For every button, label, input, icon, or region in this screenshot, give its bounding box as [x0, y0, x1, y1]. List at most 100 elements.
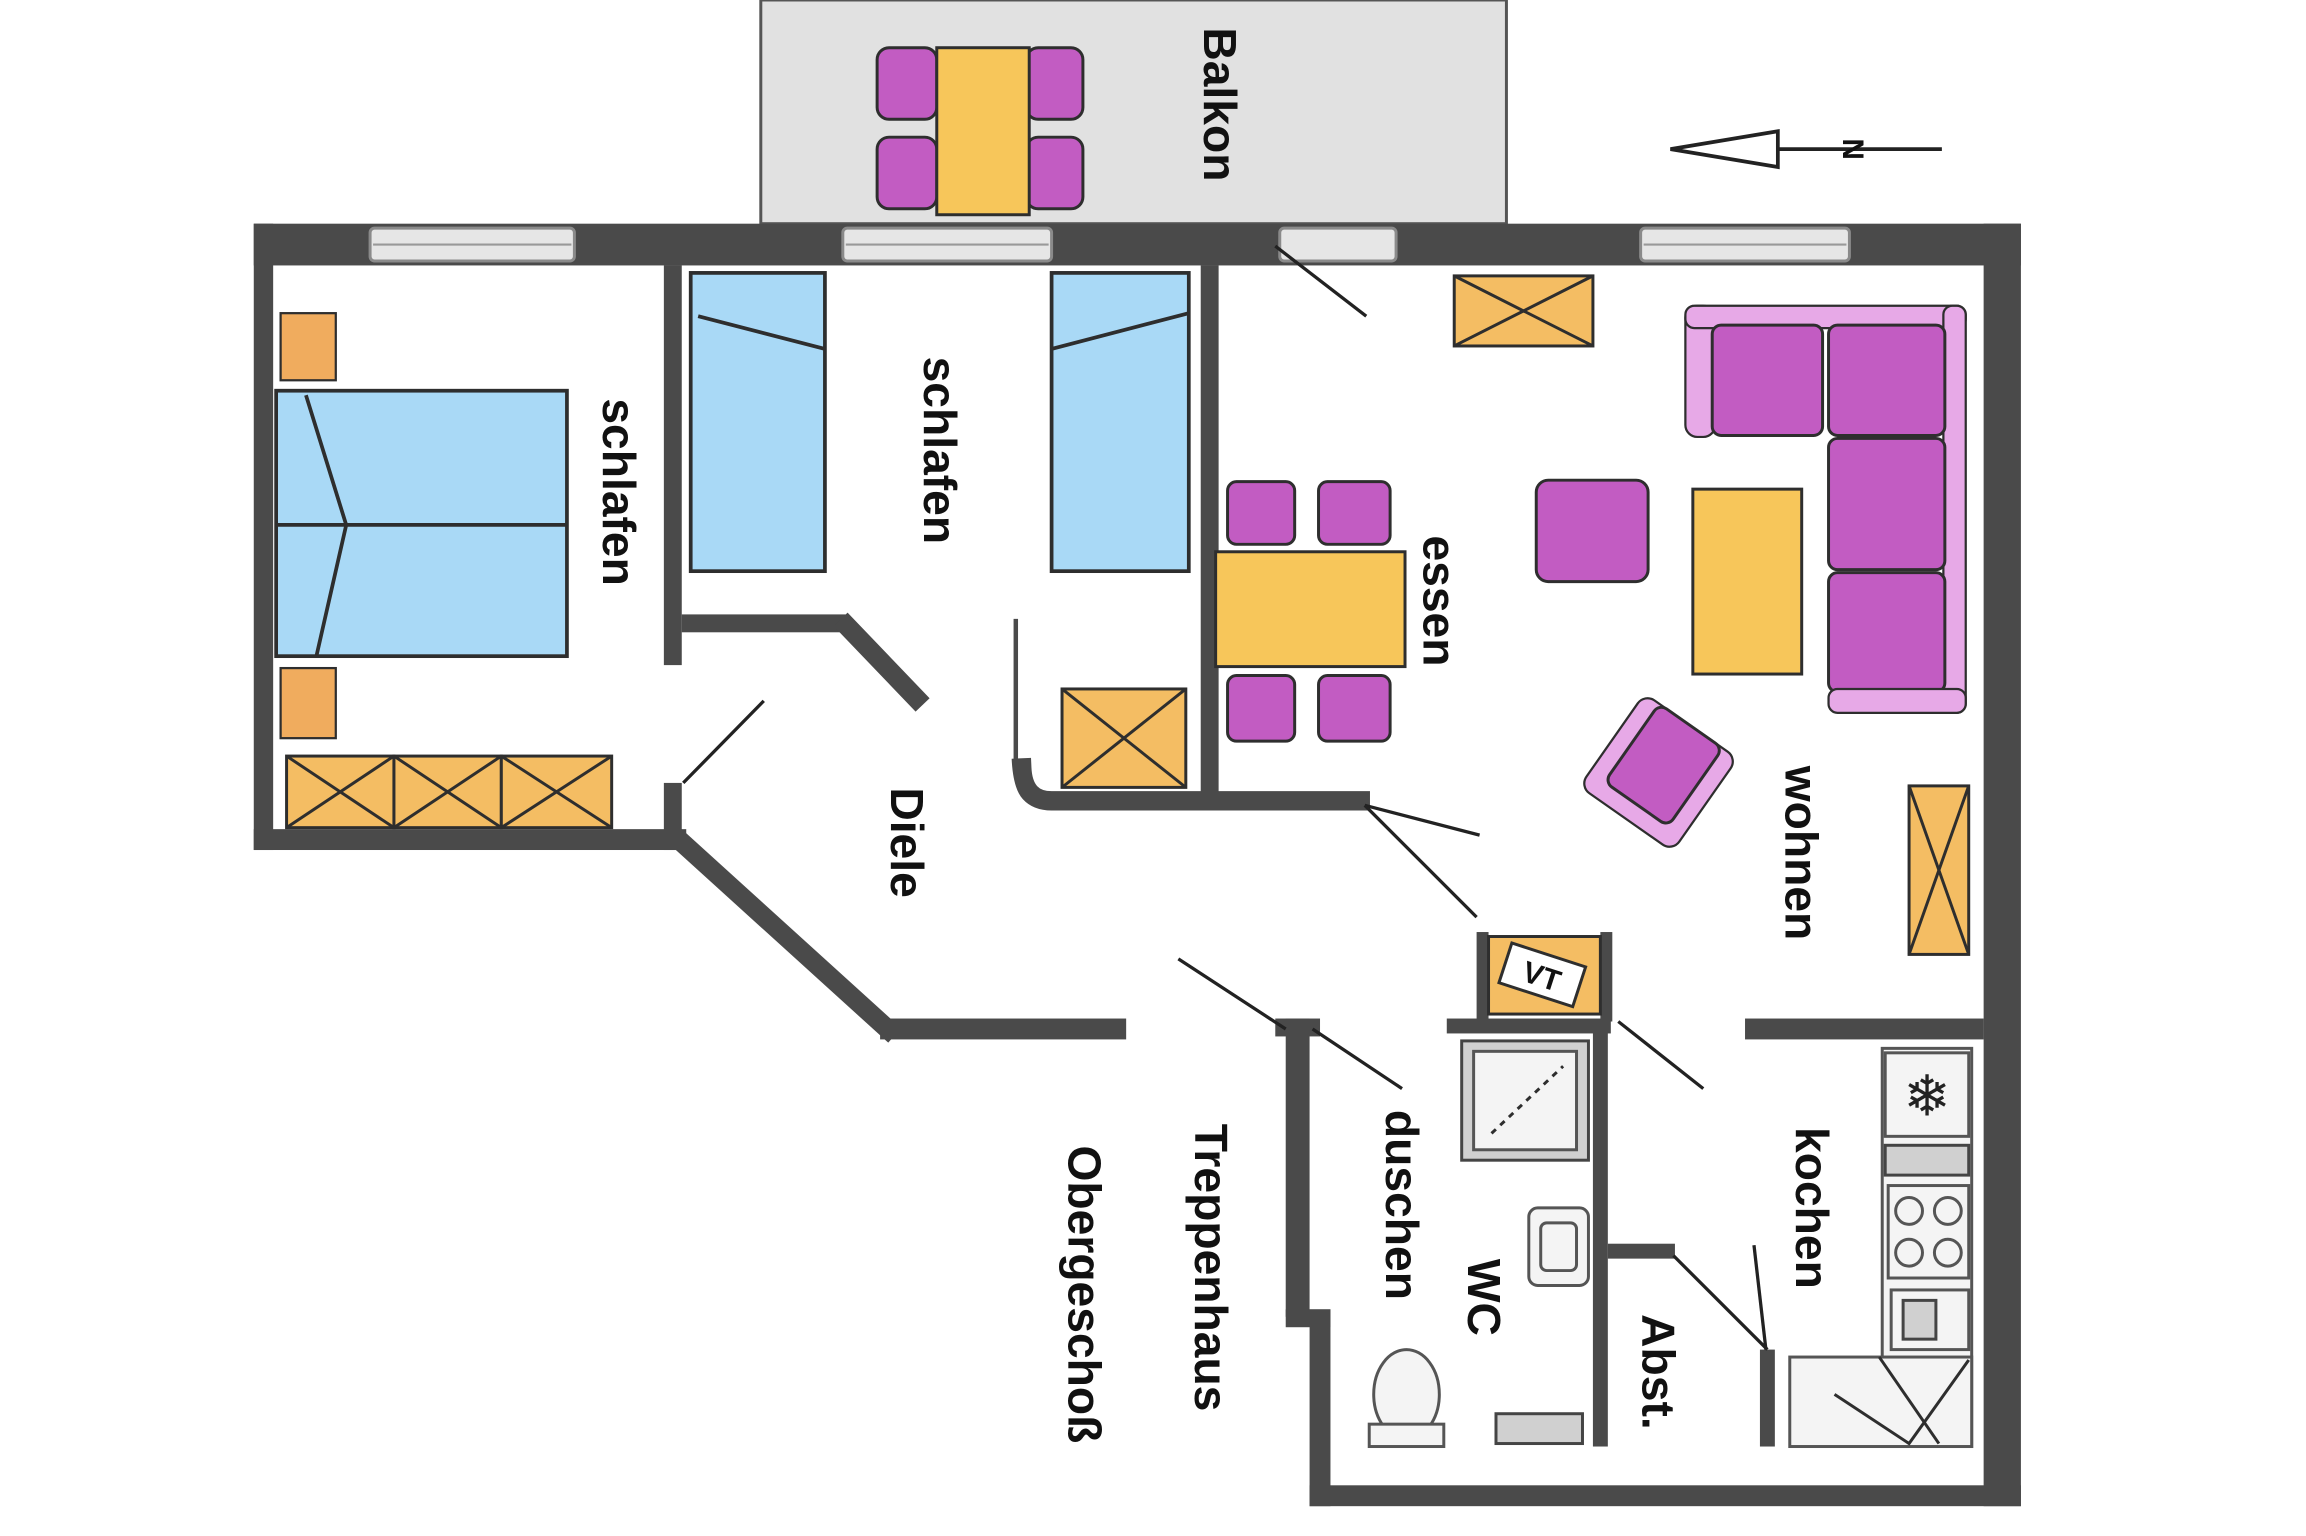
room-label-diele: Diele: [881, 787, 933, 897]
wall-bath-top-corner: [1275, 1018, 1321, 1037]
dining-chair: [1317, 480, 1392, 546]
room-label-duschen: duschen: [1376, 1110, 1428, 1300]
toilet-tank: [1367, 1422, 1446, 1449]
room-label-essen: essen: [1413, 535, 1465, 666]
shower-tray: [1472, 1049, 1579, 1152]
balcony-door-opening: [1278, 226, 1398, 263]
balcony-chair: [875, 135, 939, 211]
door-swing-living-arc: [1363, 804, 1478, 919]
corner-counter-line: [1878, 1356, 1941, 1445]
fridge: [1883, 1051, 1971, 1138]
north-label: N: [1836, 138, 1869, 160]
room-label-wohnen: wohnen: [1776, 765, 1828, 941]
wall-bedroom-living: [1200, 265, 1219, 797]
wall-shower-top: [1446, 1018, 1611, 1034]
dining-table: [1214, 550, 1407, 669]
wall-diagonal: [665, 825, 902, 1043]
sofa-back: [1942, 304, 1967, 714]
room-label-balkon: Balkon: [1194, 27, 1246, 181]
kitchen-fixtures: ❄: [1788, 1046, 1974, 1449]
door-swing-bath: [1311, 1027, 1403, 1090]
kitchen-sink-basin: [1901, 1298, 1938, 1341]
sofa-seat: [1827, 571, 1947, 694]
room-label-schlafen-middle: schlafen: [914, 357, 966, 545]
vt-tag: [1497, 941, 1588, 1009]
wall-bedroom-bottom: [681, 614, 846, 633]
north-arrow-icon: N: [1670, 129, 1942, 170]
room-label-kochen: kochen: [1786, 1127, 1838, 1289]
bed-pillow-line: [304, 394, 349, 657]
wall-bath-left-lower: [1309, 1309, 1331, 1507]
wall-vt-right: [1600, 932, 1613, 1022]
bed-pillow-line: [1051, 311, 1190, 351]
wall-bedrooms-divider: [663, 265, 682, 666]
balcony: [759, 0, 1508, 226]
bed-pillow-line: [697, 314, 826, 351]
balcony-chair: [1024, 46, 1085, 121]
north-arrow-head: [1670, 129, 1780, 170]
wall-bath-left: [1285, 1018, 1310, 1317]
wall-right: [1983, 223, 2021, 1507]
door-swings: [682, 244, 1769, 1351]
balcony-chair: [1024, 135, 1085, 211]
stove-burner: [1932, 1195, 1963, 1226]
sofa-seat: [1827, 436, 1947, 572]
room-labels: Balkon schlafen schlafen essen wohnen Di…: [593, 27, 1838, 1443]
stove-burner: [1894, 1195, 1924, 1226]
room-label-wc: WC: [1458, 1259, 1510, 1336]
stove-burner: [1894, 1237, 1924, 1268]
sofa-seat: [1827, 323, 1947, 437]
corner-counter: [1788, 1355, 1974, 1449]
wall-storage-top: [1607, 1243, 1675, 1259]
single-bed: [688, 271, 827, 574]
floor-label: Obergeschoß: [1058, 1145, 1110, 1443]
wall-vt-left: [1476, 932, 1489, 1022]
stove-burner: [1932, 1237, 1963, 1268]
corner-sofa: [1684, 304, 1967, 714]
shower-drain-line: [1490, 1065, 1565, 1135]
bedroom-left-furniture: [274, 312, 614, 830]
door-swing-living: [1364, 803, 1480, 837]
wall-bedroom-door-jamb: [663, 782, 682, 851]
armchair-seat: [1606, 705, 1721, 825]
sofa-seat: [1710, 323, 1825, 437]
door-swing-kitchen: [1617, 1020, 1705, 1090]
door-swing-entrance: [1177, 957, 1287, 1031]
room-label-treppenhaus: Treppenhaus: [1185, 1124, 1237, 1412]
coffee-table: [1691, 487, 1804, 676]
wall-left: [253, 223, 274, 851]
balcony-area: [759, 0, 1508, 226]
bath-shelf: [1494, 1412, 1584, 1446]
door-swing-balcony: [1274, 244, 1368, 318]
windows: [368, 226, 1851, 263]
vt-box: VT: [1487, 935, 1602, 1016]
wall-bottom-left: [253, 829, 687, 851]
armchair-rotated: [1583, 697, 1734, 848]
room-label-schlafen-left: schlafen: [593, 398, 645, 586]
dining-furniture: [1214, 480, 1407, 743]
interior-walls: [663, 265, 1984, 1447]
bathroom-fixtures: [1367, 1039, 1590, 1449]
armchair: [1534, 478, 1650, 584]
wall-bedroom-diagonal: [833, 612, 930, 712]
wall-closet-corner: [1011, 757, 1370, 811]
wall-hall-bottom: [880, 1018, 1127, 1040]
dining-chair: [1317, 674, 1392, 743]
balcony-chair: [875, 46, 939, 121]
door-swing-bedroom-left: [682, 699, 765, 785]
nightstand: [279, 312, 337, 382]
wall-storage-kitchen: [1759, 1349, 1775, 1447]
room-label-abst: Abst.: [1633, 1314, 1685, 1430]
wall-bottom: [1309, 1485, 2021, 1507]
counter-segment: [1883, 1143, 1971, 1177]
living-furniture: [1452, 274, 1971, 956]
nightstand: [279, 666, 337, 740]
dining-chair: [1226, 480, 1297, 546]
snowflake-icon: ❄: [1903, 1063, 1950, 1129]
wardrobe: [285, 754, 614, 830]
single-bed: [1049, 271, 1191, 574]
bedroom-middle-furniture: [688, 271, 1191, 789]
balcony-table: [935, 46, 1031, 217]
sofa-arm: [1827, 687, 1967, 714]
